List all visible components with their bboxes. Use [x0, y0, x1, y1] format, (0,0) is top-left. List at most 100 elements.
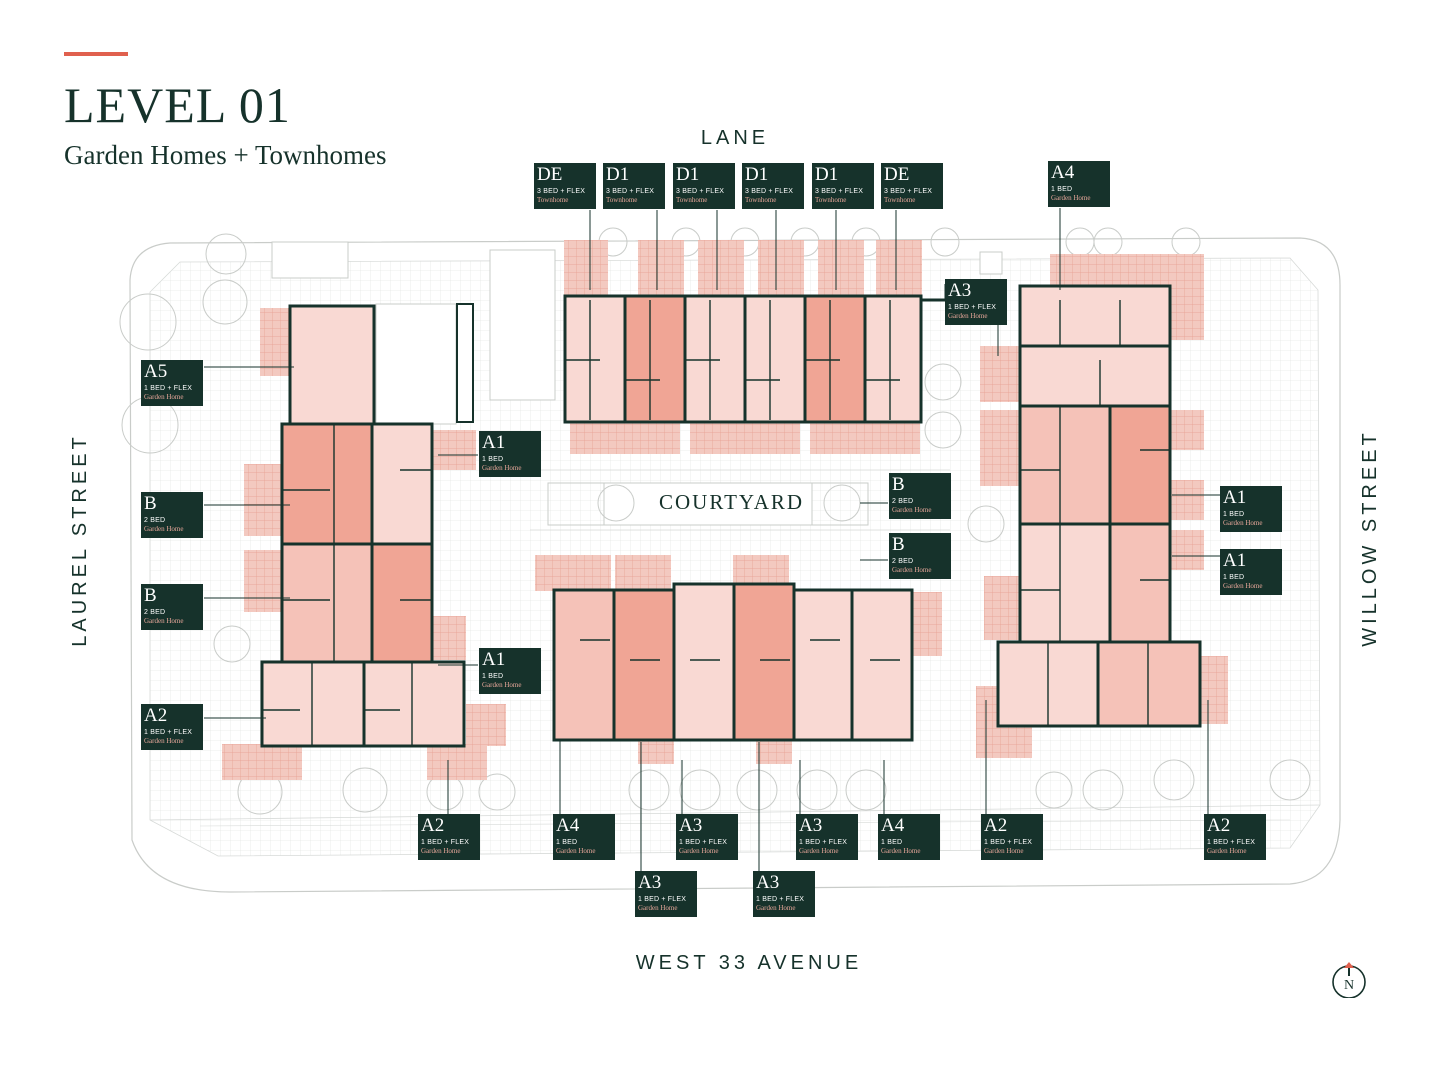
unit-code: A4	[556, 815, 580, 836]
unit-beds: 1 BED + FLEX	[799, 839, 848, 846]
unit-code: A3	[679, 815, 703, 836]
unit-code: A2	[144, 705, 168, 726]
unit-code: A4	[881, 815, 905, 836]
unit-code: A1	[1223, 487, 1247, 508]
unit-kind: Garden Home	[948, 312, 988, 320]
unit-beds: 1 BED + FLEX	[984, 839, 1033, 846]
unit-code: DE	[884, 164, 910, 185]
courtyard	[530, 469, 950, 531]
leader-lines	[204, 208, 1222, 871]
building-north-townhomes	[563, 294, 923, 424]
unit-kind: Townhome	[606, 196, 638, 204]
unit-beds: 3 BED + FLEX	[537, 188, 586, 195]
unit-beds: 1 BED	[881, 839, 903, 846]
unit-beds: 1 BED	[482, 673, 504, 680]
unit-kind: Garden Home	[144, 393, 184, 401]
street-label-north: LANE	[700, 127, 770, 149]
unit-code: D1	[606, 164, 630, 185]
unit-beds: 1 BED + FLEX	[1207, 839, 1256, 846]
unit-beds: 1 BED + FLEX	[144, 729, 193, 736]
unit-code: B	[892, 474, 905, 495]
unit-kind: Garden Home	[756, 904, 796, 912]
unit-kind: Townhome	[676, 196, 708, 204]
unit-beds: 1 BED + FLEX	[756, 896, 805, 903]
unit-code: A5	[144, 361, 168, 382]
unit-kind: Garden Home	[892, 506, 932, 514]
unit-kind: Garden Home	[144, 525, 184, 533]
street-label-west: LAUREL STREET	[69, 433, 91, 647]
unit-code: A3	[799, 815, 823, 836]
unit-kind: Garden Home	[556, 847, 596, 855]
page-title: LEVEL 01	[64, 77, 291, 133]
north-arrow-icon: N	[1332, 962, 1366, 998]
unit-beds: 3 BED + FLEX	[745, 188, 794, 195]
unit-kind: Garden Home	[482, 681, 522, 689]
unit-code: D1	[676, 164, 700, 185]
unit-kind: Garden Home	[892, 566, 932, 574]
unit-code: B	[144, 585, 157, 606]
unit-beds: 3 BED + FLEX	[815, 188, 864, 195]
unit-beds: 3 BED + FLEX	[676, 188, 725, 195]
street-label-east: WILLOW STREET	[1359, 429, 1381, 647]
compass-label: N	[1344, 978, 1354, 993]
unit-kind: Garden Home	[482, 464, 522, 472]
unit-kind: Garden Home	[1207, 847, 1247, 855]
unit-code: A1	[482, 432, 506, 453]
unit-kind: Garden Home	[984, 847, 1024, 855]
unit-kind: Garden Home	[1223, 519, 1263, 527]
unit-beds: 3 BED + FLEX	[884, 188, 933, 195]
unit-kind: Garden Home	[1223, 582, 1263, 590]
unit-kind: Garden Home	[144, 737, 184, 745]
unit-code: DE	[537, 164, 563, 185]
unit-beds: 1 BED	[1051, 186, 1073, 193]
unit-kind: Garden Home	[679, 847, 719, 855]
unit-beds: 1 BED	[556, 839, 578, 846]
interior-walls	[262, 300, 1170, 746]
building-west	[260, 304, 466, 748]
building-south	[552, 582, 914, 742]
unit-code: B	[144, 493, 157, 514]
unit-code: A1	[482, 649, 506, 670]
unit-beds: 1 BED	[1223, 574, 1245, 581]
street-label-south: WEST 33 AVENUE	[635, 952, 863, 974]
unit-kind: Garden Home	[1051, 194, 1091, 202]
unit-code: A3	[948, 280, 972, 301]
unit-beds: 2 BED	[892, 558, 914, 565]
unit-kind: Townhome	[884, 196, 916, 204]
unit-beds: 2 BED	[144, 517, 166, 524]
unit-kind: Townhome	[537, 196, 569, 204]
unit-beds: 1 BED + FLEX	[144, 385, 193, 392]
unit-kind: Garden Home	[799, 847, 839, 855]
unit-code: A4	[1051, 162, 1075, 183]
unit-code: A2	[984, 815, 1008, 836]
unit-kind: Garden Home	[144, 617, 184, 625]
